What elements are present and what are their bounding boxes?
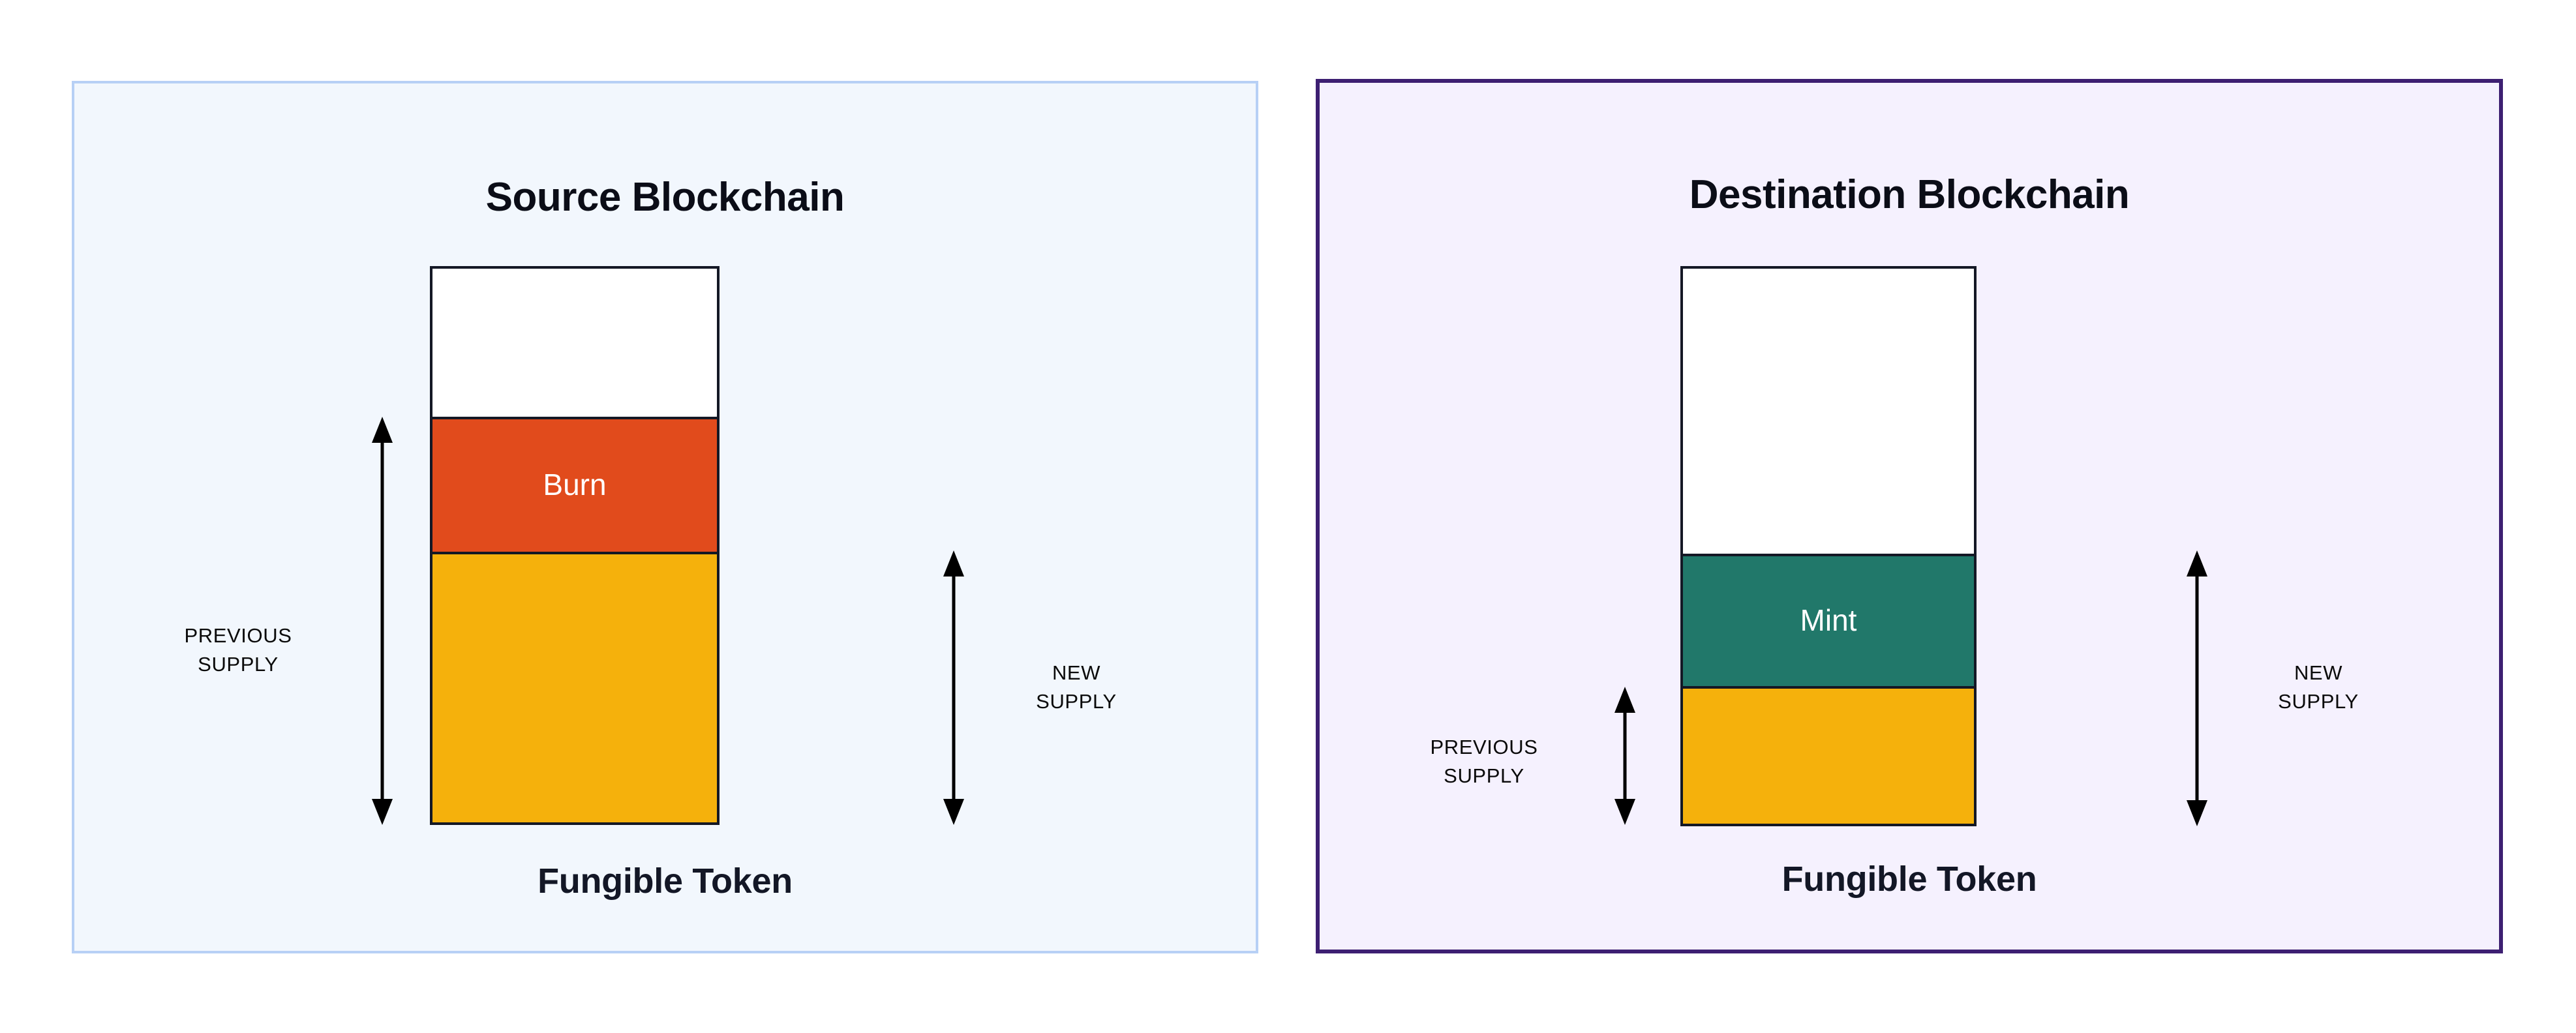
destination-bar-previous-supply-segment <box>1683 689 1974 824</box>
source-new-supply-line1: NEW <box>1052 661 1101 684</box>
source-panel-title: Source Blockchain <box>485 175 845 220</box>
destination-previous-supply-line1: PREVIOUS <box>1430 736 1538 758</box>
destination-previous-supply-label: PREVIOUS SUPPLY <box>1376 733 1592 790</box>
source-previous-supply-label: PREVIOUS SUPPLY <box>130 621 346 679</box>
source-bar-remaining-supply-segment <box>432 554 717 822</box>
source-new-supply-arrow <box>942 550 965 825</box>
source-previous-supply-line2: SUPPLY <box>198 653 279 676</box>
source-bar-burn-segment: Burn <box>432 417 717 554</box>
source-token-caption: Fungible Token <box>538 861 793 901</box>
destination-new-supply-label: NEW SUPPLY <box>2220 659 2416 716</box>
destination-new-supply-line2: SUPPLY <box>2278 690 2359 713</box>
mint-segment-label: Mint <box>1800 603 1857 637</box>
source-previous-supply-line1: PREVIOUS <box>184 624 292 647</box>
burn-segment-label: Burn <box>543 467 607 502</box>
destination-new-supply-arrow <box>2185 550 2209 826</box>
source-bar-headroom-segment <box>432 269 717 417</box>
destination-previous-supply-arrow <box>1613 687 1637 825</box>
source-previous-supply-arrow <box>371 417 394 825</box>
destination-token-caption: Fungible Token <box>1781 860 2037 899</box>
destination-previous-supply-line2: SUPPLY <box>1444 764 1524 788</box>
destination-bar-mint-segment: Mint <box>1683 554 1974 689</box>
source-new-supply-label: NEW SUPPLY <box>978 659 1174 716</box>
destination-panel-title: Destination Blockchain <box>1689 172 2130 218</box>
destination-token-supply-bar: Mint <box>1680 266 1977 826</box>
destination-bar-headroom-segment <box>1683 269 1974 554</box>
source-new-supply-line2: SUPPLY <box>1036 690 1117 713</box>
source-token-supply-bar: Burn <box>430 266 720 825</box>
destination-new-supply-line1: NEW <box>2294 661 2343 684</box>
